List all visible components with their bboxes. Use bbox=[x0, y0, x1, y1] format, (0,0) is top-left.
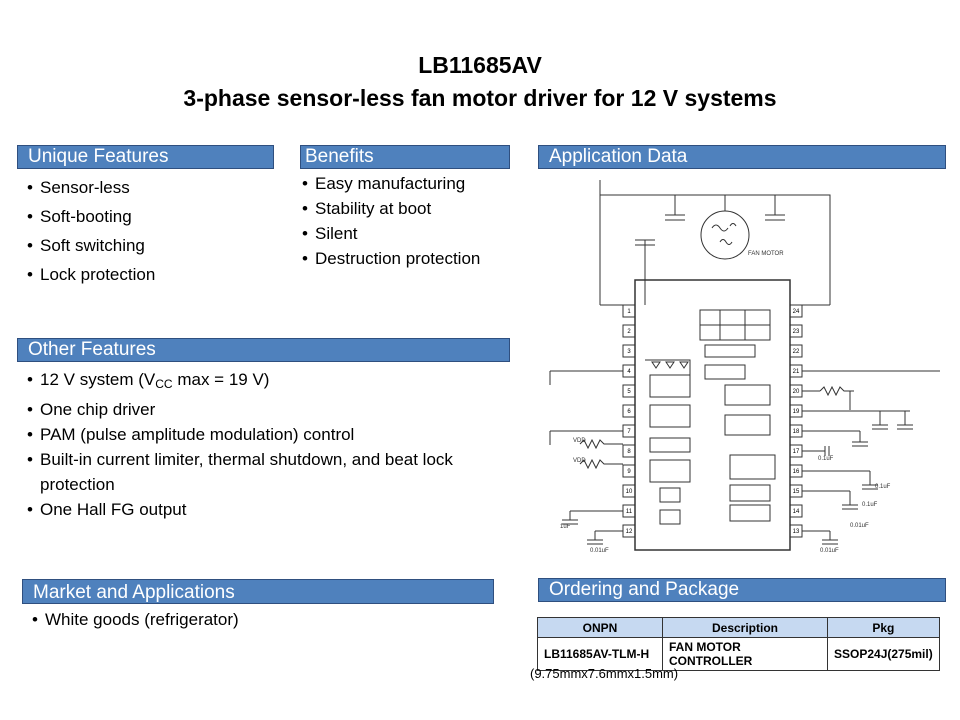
table-cell: LB11685AV-TLM-H bbox=[537, 637, 663, 671]
pin-label: 16 bbox=[793, 469, 800, 475]
pin-label: 21 bbox=[793, 369, 800, 375]
feature-text: max = 19 V) bbox=[172, 370, 270, 389]
application-data-header: Application Data bbox=[538, 145, 946, 169]
list-item: One chip driver bbox=[27, 397, 477, 422]
pin-label: 17 bbox=[793, 449, 800, 455]
pin-label: 6 bbox=[627, 409, 631, 415]
pin-label: 11 bbox=[626, 509, 633, 515]
pin-label: 15 bbox=[793, 489, 800, 495]
column-header: Description bbox=[662, 617, 828, 638]
pin-label: 5 bbox=[627, 389, 631, 395]
pin-label: 1 bbox=[627, 309, 631, 315]
pin-label: 10 bbox=[626, 489, 633, 495]
page-subtitle: 3-phase sensor-less fan motor driver for… bbox=[183, 85, 777, 111]
vdd-label: VDD bbox=[573, 438, 586, 444]
cap-label: 0.01uF bbox=[590, 548, 609, 554]
list-item: Silent bbox=[302, 224, 480, 244]
cap-label: 1uF bbox=[560, 524, 571, 530]
pin-label: 24 bbox=[793, 309, 800, 315]
subscript-text: CC bbox=[155, 377, 173, 391]
unique-features-header: Unique Features bbox=[17, 145, 274, 169]
cap-label: 0.1uF bbox=[875, 484, 891, 490]
pin-label: 13 bbox=[793, 529, 800, 535]
list-item: Lock protection bbox=[27, 265, 155, 285]
column-header: ONPN bbox=[537, 617, 663, 638]
list-item: Built-in current limiter, thermal shutdo… bbox=[27, 447, 480, 497]
list-item: PAM (pulse amplitude modulation) control bbox=[27, 422, 477, 447]
market-applications-header: Market and Applications bbox=[22, 579, 494, 604]
list-item: Soft switching bbox=[27, 236, 155, 256]
pin-label: 7 bbox=[627, 429, 631, 435]
feature-text: 12 V system (V bbox=[40, 370, 156, 389]
other-features-list: 12 V system (VCC max = 19 V) One chip dr… bbox=[27, 367, 477, 522]
benefits-header: Benefits bbox=[300, 145, 510, 169]
list-item: Destruction protection bbox=[302, 249, 480, 269]
pin-label: 19 bbox=[793, 409, 800, 415]
list-item: White goods (refrigerator) bbox=[32, 610, 239, 630]
package-dimensions: (9.75mmx7.6mmx1.5mm) bbox=[530, 666, 679, 681]
benefits-list: Easy manufacturing Stability at boot Sil… bbox=[302, 174, 480, 269]
table-row: LB11685AV-TLM-H FAN MOTOR CONTROLLER SSO… bbox=[537, 637, 940, 671]
pin-label: 8 bbox=[627, 449, 631, 455]
table-cell: FAN MOTOR CONTROLLER bbox=[662, 637, 828, 671]
vdd-label: VDD bbox=[573, 458, 586, 464]
list-item: 12 V system (VCC max = 19 V) bbox=[27, 367, 477, 397]
application-schematic: FAN MOTOR VDD VDD 0.1uF 0.1uF 0.1uF 0.01… bbox=[549, 180, 940, 554]
pin-label: 2 bbox=[627, 329, 631, 335]
fan-motor-symbol bbox=[700, 210, 750, 260]
page-title: LB11685AV bbox=[418, 52, 542, 78]
pin-label: 12 bbox=[626, 529, 633, 535]
list-item: Soft-booting bbox=[27, 207, 155, 227]
ordering-package-header: Ordering and Package bbox=[538, 578, 946, 602]
market-applications-list: White goods (refrigerator) bbox=[32, 610, 239, 630]
motor-label: FAN MOTOR bbox=[748, 251, 784, 257]
other-features-header: Other Features bbox=[17, 338, 510, 362]
ordering-table: ONPN Description Pkg LB11685AV-TLM-H FAN… bbox=[537, 617, 940, 671]
pin-label: 22 bbox=[793, 349, 800, 355]
table-cell: SSOP24J(275mil) bbox=[827, 637, 940, 671]
table-header-row: ONPN Description Pkg bbox=[537, 617, 940, 638]
pin-label: 3 bbox=[627, 349, 631, 355]
pin-label: 4 bbox=[627, 369, 631, 375]
list-item: Sensor-less bbox=[27, 178, 155, 198]
pin-label: 9 bbox=[627, 469, 631, 475]
pin-label: 14 bbox=[793, 509, 800, 515]
pin-label: 18 bbox=[793, 429, 800, 435]
list-item: Stability at boot bbox=[302, 199, 480, 219]
cap-label: 0.1uF bbox=[862, 502, 878, 508]
cap-label: 0.1uF bbox=[818, 456, 834, 462]
list-item: Easy manufacturing bbox=[302, 174, 480, 194]
unique-features-list: Sensor-less Soft-booting Soft switching … bbox=[27, 178, 155, 285]
pin-label: 20 bbox=[793, 389, 800, 395]
cap-label: 0.01uF bbox=[850, 523, 869, 529]
list-item: One Hall FG output bbox=[27, 497, 477, 522]
pin-label: 23 bbox=[793, 329, 800, 335]
cap-label: 0.01uF bbox=[820, 548, 839, 554]
column-header: Pkg bbox=[827, 617, 940, 638]
